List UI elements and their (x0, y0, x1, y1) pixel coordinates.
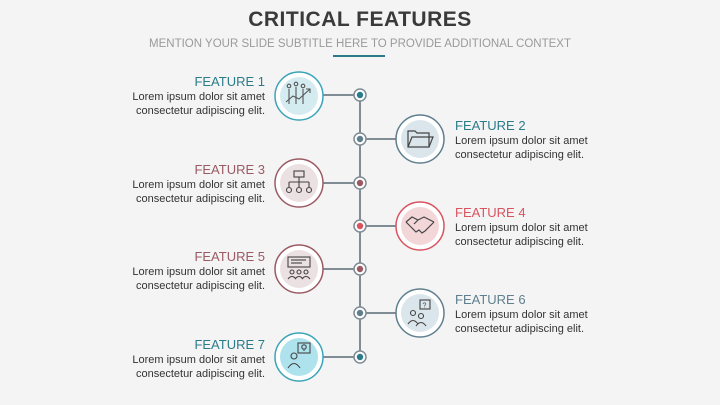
node-6 (353, 306, 367, 320)
feature-3-line2: consectetur adipiscing elit. (135, 193, 265, 205)
feature-6-line1: Lorem ipsum dolor sit amet (455, 309, 588, 321)
feature-7-title: FEATURE 7 (194, 337, 265, 352)
node-3 (353, 176, 367, 190)
feature-1-badge (274, 71, 324, 121)
feature-7-line2: consectetur adipiscing elit. (135, 368, 265, 380)
feature-4-line1: Lorem ipsum dolor sit amet (455, 222, 588, 234)
node-7 (353, 350, 367, 364)
feature-5-badge (274, 244, 324, 294)
presentation-icon (287, 256, 311, 280)
handshake-icon (405, 216, 435, 234)
feature-7-line1: Lorem ipsum dolor sit amet (132, 354, 265, 366)
svg-text:?: ? (423, 303, 427, 310)
feature-2-line1: Lorem ipsum dolor sit amet (455, 135, 588, 147)
hierarchy-icon (285, 170, 313, 194)
feature-4-title: FEATURE 4 (455, 205, 526, 220)
feature-1-line2: consectetur adipiscing elit. (135, 105, 265, 117)
feature-3-badge (274, 158, 324, 208)
feature-6-badge: ? (395, 288, 445, 338)
node-4 (353, 219, 367, 233)
node-2 (353, 132, 367, 146)
feature-6-title: FEATURE 6 (455, 292, 526, 307)
slide-subtitle: MENTION YOUR SLIDE SUBTITLE HERE TO PROV… (149, 38, 571, 50)
folder-icon (407, 130, 434, 148)
feature-7-badge (274, 332, 324, 382)
chart-growth-icon (285, 81, 311, 104)
feature-2-line2: consectetur adipiscing elit. (455, 149, 585, 161)
feature-2-badge (395, 114, 445, 164)
feature-6-line2: consectetur adipiscing elit. (455, 323, 585, 335)
feature-5-title: FEATURE 5 (194, 249, 265, 264)
slide-title: CRITICAL FEATURES (248, 8, 472, 31)
title-underline (333, 55, 385, 57)
feature-5-line2: consectetur adipiscing elit. (135, 280, 265, 292)
feature-1-title: FEATURE 1 (194, 74, 265, 89)
feature-1-line1: Lorem ipsum dolor sit amet (132, 91, 265, 103)
feature-5-line1: Lorem ipsum dolor sit amet (132, 266, 265, 278)
node-1 (353, 88, 367, 102)
feature-4-badge (395, 201, 445, 251)
feature-4-line2: consectetur adipiscing elit. (455, 236, 585, 248)
feature-2-title: FEATURE 2 (455, 118, 526, 133)
feature-3-line1: Lorem ipsum dolor sit amet (132, 179, 265, 191)
node-5 (353, 262, 367, 276)
question-person-icon: ? (407, 299, 431, 327)
idea-person-icon (287, 342, 311, 369)
feature-3-title: FEATURE 3 (194, 162, 265, 177)
